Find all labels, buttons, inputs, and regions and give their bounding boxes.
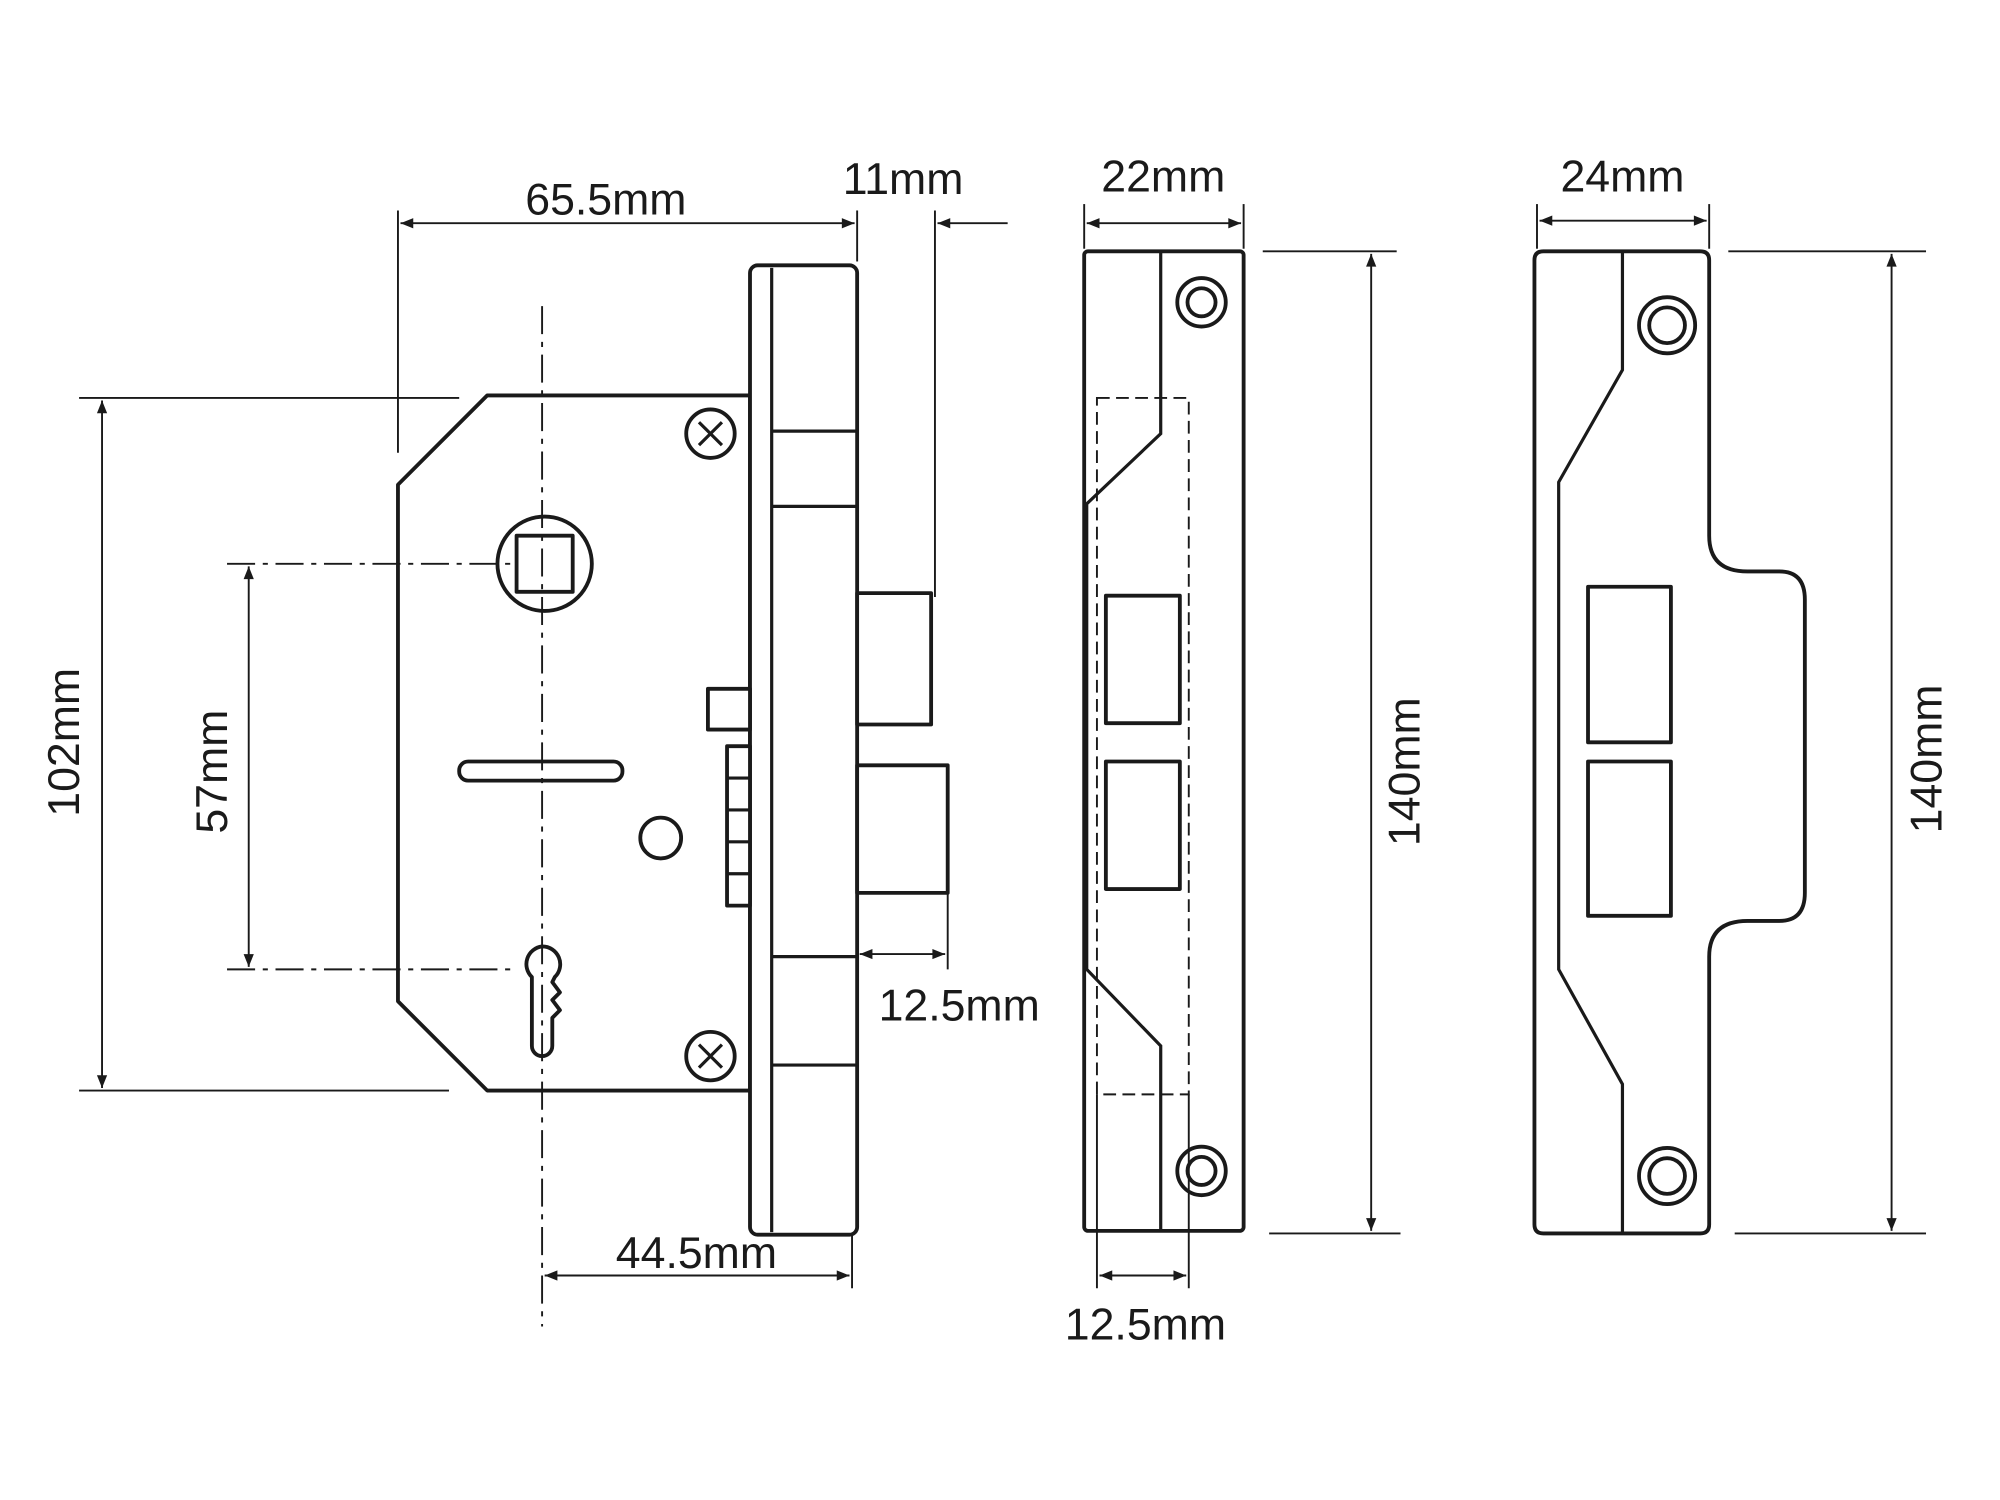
bolt-width-label: 12.5mm <box>879 981 1040 1030</box>
bolt-projection-label: 11mm <box>843 155 964 204</box>
bolt-hole <box>1103 593 1182 726</box>
recess-label: 12.5mm <box>1065 1300 1226 1349</box>
screw-hole-icon <box>1175 276 1228 329</box>
dead-bolt <box>855 763 950 895</box>
lock-forend <box>748 263 860 1237</box>
screw-icon <box>684 407 737 460</box>
latch-tab <box>705 686 752 732</box>
screw-hole-icon <box>1637 1146 1698 1206</box>
slot <box>457 759 625 783</box>
recess-outline <box>1095 397 1190 1096</box>
box-strike-height-label: 140mm <box>1902 685 1951 834</box>
screw-hole-icon <box>1175 1144 1228 1198</box>
strike-height-label: 140mm <box>1381 697 1430 846</box>
lock-case <box>396 393 752 1093</box>
box-strike-width-label: 24mm <box>1560 152 1684 201</box>
centres-label: 57mm <box>188 710 237 834</box>
backset-label: 44.5mm <box>616 1229 777 1278</box>
box-strike: 24mm 140mm <box>1532 152 1951 1236</box>
box-strike-lip <box>1557 251 1625 1234</box>
screw-icon <box>684 1029 737 1083</box>
strike-plate: 22mm 140mm 12.5mm <box>1065 152 1430 1349</box>
lever-stack <box>725 744 752 908</box>
strike-plate-outline <box>1082 249 1246 1233</box>
strike-lip <box>1085 251 1163 1231</box>
latch-bolt <box>855 591 934 727</box>
bolt-hole <box>1586 759 1673 918</box>
body-height-label: 102mm <box>40 668 89 817</box>
keyhole-icon <box>524 944 563 1058</box>
lock-width-label: 65.5mm <box>525 175 686 224</box>
pin-hole <box>638 815 684 861</box>
strike-width-label: 22mm <box>1101 152 1225 201</box>
bolt-hole <box>1586 584 1673 745</box>
sashlock: 65.5mm 11mm 102mm 57mm 12.5mm 44.5mm <box>40 155 1040 1327</box>
spindle-follower <box>495 514 594 613</box>
bolt-hole <box>1103 759 1182 891</box>
screw-hole-icon <box>1637 295 1698 356</box>
